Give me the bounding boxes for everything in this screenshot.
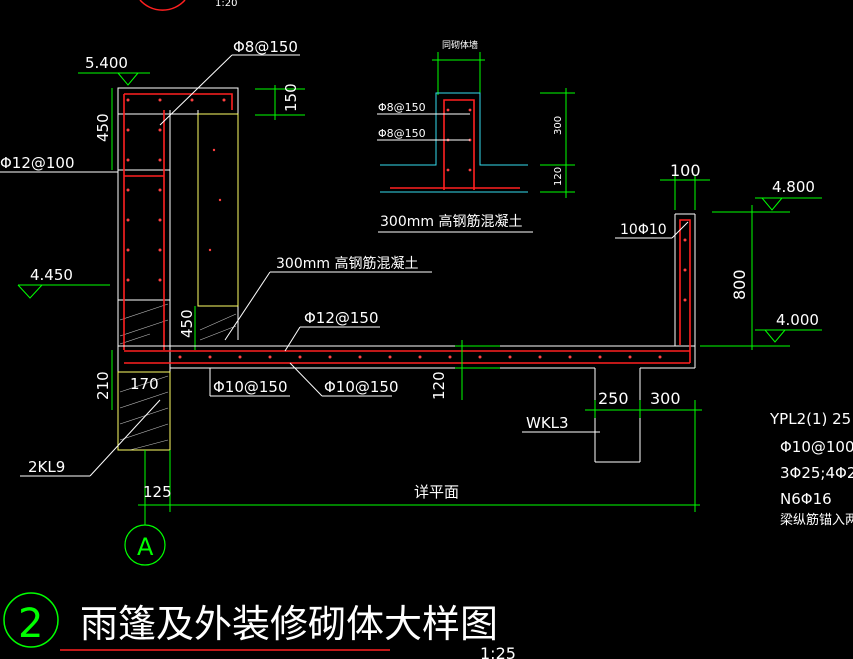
masonry-hatch (119, 303, 237, 451)
svg-text:300: 300 (553, 116, 564, 135)
dim-250-300: 250 300 (585, 389, 702, 418)
svg-text:120: 120 (553, 167, 564, 186)
dim-170: 170 (130, 375, 159, 393)
svg-text:A: A (137, 533, 154, 561)
beam-notes: YPL2(1) 25 Φ10@100( 3Φ25;4Φ2 N6Φ16 梁纵筋锚入… (769, 410, 853, 528)
svg-text:雨篷及外装修砌体大样图: 雨篷及外装修砌体大样图 (80, 602, 498, 646)
dim-210: 210 (94, 350, 113, 410)
rebar-label-left: Φ12@100 (0, 154, 118, 173)
svg-text:300: 300 (650, 389, 681, 408)
svg-text:N6Φ16: N6Φ16 (780, 490, 832, 508)
elevation-4800-marker: 4.800 (712, 178, 822, 213)
inset-detail: 同砌体墙 Φ8@150 Φ8@150 300 120 300mm 高钢筋混凝土 (377, 39, 575, 233)
svg-text:WKL3: WKL3 (526, 414, 569, 432)
svg-text:Φ10@150: Φ10@150 (213, 378, 288, 396)
slab-rebar-bottom-right-label: Φ10@150 (289, 362, 399, 397)
lower-block (117, 371, 171, 451)
span-label: 详平面 (414, 483, 459, 501)
svg-text:Φ8@150: Φ8@150 (378, 127, 426, 140)
wall-rebar-dots (126, 98, 226, 282)
dim-450-top: 450 (94, 88, 113, 170)
top-scale-label: 1:20 (215, 0, 237, 9)
dim-125-and-span: 125 (138, 400, 700, 520)
wall-rebar (123, 93, 233, 350)
right-upstand-dims: 100 10Φ10 (615, 161, 710, 239)
svg-text:4.800: 4.800 (772, 178, 815, 196)
svg-text:Φ8@150: Φ8@150 (378, 101, 426, 114)
slab-rebar-dots (178, 238, 687, 359)
axis-bubble-a: A (124, 505, 166, 566)
dim-450-lower: 450 (178, 306, 196, 350)
svg-text:150: 150 (282, 83, 300, 112)
title-block: 2 雨篷及外装修砌体大样图 1:25 (3, 592, 516, 659)
elevation-4000-marker: 4.000 (700, 311, 822, 347)
slab-note-300: 300mm 高钢筋混凝土 (224, 255, 432, 341)
svg-text:Φ8@150: Φ8@150 (233, 38, 298, 56)
svg-text:3Φ25;4Φ2: 3Φ25;4Φ2 (780, 464, 853, 482)
dim-800-vertical: 800 (730, 205, 753, 350)
svg-text:Φ12@150: Φ12@150 (304, 309, 379, 327)
beam-wkl3: WKL3 (522, 368, 641, 463)
svg-text:210: 210 (94, 371, 112, 400)
svg-text:300mm 高钢筋混凝土: 300mm 高钢筋混凝土 (380, 213, 522, 230)
svg-text:1:25: 1:25 (480, 644, 516, 659)
svg-text:4.000: 4.000 (776, 311, 819, 329)
svg-text:125: 125 (143, 483, 172, 501)
svg-text:450: 450 (94, 113, 112, 142)
svg-text:梁纵筋锚入两端: 梁纵筋锚入两端 (780, 512, 853, 528)
dim-120-slab: 120 (430, 340, 500, 400)
svg-text:YPL2(1) 25: YPL2(1) 25 (769, 410, 851, 428)
svg-text:5.400: 5.400 (85, 54, 128, 72)
svg-text:Φ10@100(: Φ10@100( (780, 438, 853, 456)
svg-text:2KL9: 2KL9 (28, 458, 65, 476)
svg-text:10Φ10: 10Φ10 (620, 222, 667, 238)
svg-text:300mm 高钢筋混凝土: 300mm 高钢筋混凝土 (276, 255, 418, 272)
svg-text:450: 450 (178, 309, 196, 338)
slab-rebar-top-label: Φ12@150 (284, 309, 380, 352)
svg-text:800: 800 (730, 269, 749, 300)
label-2kl9: 2KL9 (20, 399, 161, 477)
svg-text:100: 100 (670, 161, 701, 180)
svg-text:4.450: 4.450 (30, 266, 73, 284)
slab-rebar (124, 219, 691, 364)
block-column (197, 113, 239, 307)
slab-rebar-bottom-left-label: Φ10@150 (209, 368, 290, 397)
elevation-4450-marker: 4.450 (17, 266, 110, 299)
svg-text:Φ10@150: Φ10@150 (324, 378, 399, 396)
svg-text:Φ12@100: Φ12@100 (0, 154, 75, 172)
slab-outline (118, 213, 696, 369)
svg-text:同砌体墙: 同砌体墙 (442, 39, 478, 51)
svg-text:120: 120 (430, 371, 448, 400)
elevation-5400-marker: 5.400 (78, 54, 150, 86)
svg-text:2: 2 (18, 601, 43, 647)
svg-text:250: 250 (598, 389, 629, 408)
top-partial-circle (139, 0, 186, 11)
rebar-label-top: Φ8@150 (159, 38, 300, 126)
dim-150-vertical: 150 (255, 83, 305, 120)
